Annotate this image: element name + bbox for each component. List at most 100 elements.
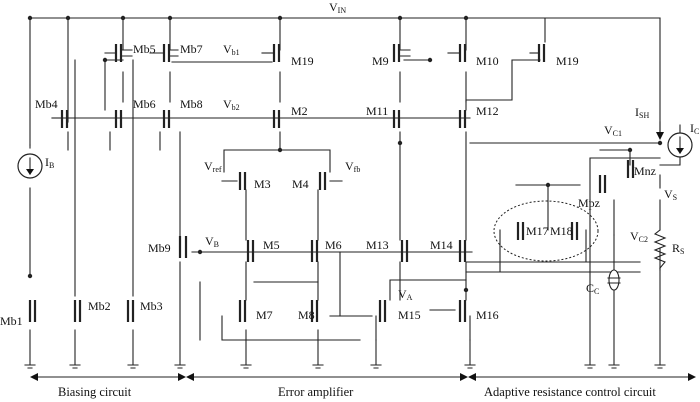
section-error-amp-label: Error amplifier (278, 385, 354, 399)
m3-symbol (238, 172, 247, 190)
rs-resistor (653, 229, 667, 269)
m13-symbol (400, 240, 409, 262)
m10-symbol (447, 44, 467, 62)
m19a-label: M19 (291, 54, 314, 68)
mpz-symbol (598, 175, 607, 193)
m4-label: M4 (292, 177, 309, 191)
rs-label: RS (672, 241, 684, 256)
m3-label: M3 (254, 177, 271, 191)
junction-dot (277, 15, 283, 21)
ground-symbols (24, 364, 666, 369)
mb4-symbol (51, 110, 69, 128)
mb3-symbol (126, 300, 135, 322)
m10-label: M10 (476, 54, 499, 68)
mb8-symbol (162, 110, 171, 128)
m17-label: M17 (526, 224, 549, 238)
junction-dot (120, 15, 126, 21)
m7-symbol (238, 300, 247, 322)
wiring (29, 17, 661, 366)
m11-label: M11 (366, 104, 388, 118)
junction-dot (197, 249, 203, 255)
mb2-symbol (73, 300, 82, 322)
m12-symbol (458, 110, 467, 128)
ib-current-source (17, 153, 43, 179)
m19a-symbol (261, 44, 281, 62)
mb1-symbol (28, 300, 37, 322)
m6-symbol (310, 240, 319, 262)
m4-symbol (318, 172, 327, 190)
junction-dot (657, 140, 663, 146)
m11-symbol (392, 110, 401, 128)
vb2-label: Vb2 (223, 97, 240, 112)
transistor-symbols (28, 44, 635, 322)
va-label: VA (398, 287, 413, 302)
section-brackets (30, 373, 696, 381)
junction-dot (27, 273, 33, 279)
mb5-label: Mb5 (133, 42, 156, 56)
mb8-label: Mb8 (180, 97, 203, 111)
junction-dot (277, 147, 283, 153)
junction-dot (167, 15, 173, 21)
m5-label: M5 (263, 238, 280, 252)
junction-dot (545, 182, 551, 188)
mb3-label: Mb3 (140, 299, 163, 313)
junction-dot (463, 287, 469, 293)
junction-dot (397, 140, 403, 146)
cc-label: CC (586, 281, 599, 296)
mb5-symbol (104, 44, 133, 62)
ic-current-source (659, 124, 693, 166)
m9-symbol (392, 44, 431, 62)
ish-current-arrow (656, 121, 664, 140)
mb7-label: Mb7 (180, 42, 203, 56)
m14-symbol (458, 240, 467, 262)
m5-symbol (246, 240, 255, 262)
m16-symbol (458, 300, 467, 322)
m8-label: M8 (298, 308, 315, 322)
cc-capacitor (607, 269, 621, 291)
vb1-label: Vb1 (223, 42, 240, 57)
vc1-label: VC1 (604, 123, 622, 138)
vfb-label: Vfb (345, 159, 360, 174)
labels: VIN Vb1 Vb2 Vref Vfb VB VA VC1 VC2 VS IS… (0, 0, 699, 328)
m18-label: M18 (550, 224, 573, 238)
mb9-label: Mb9 (148, 241, 171, 255)
mnz-label: Mnz (634, 164, 656, 178)
section-adaptive-label: Adaptive resistance control circuit (484, 385, 656, 399)
ib-label: IB (45, 155, 54, 170)
m6-label: M6 (325, 238, 342, 252)
junction-dot (65, 15, 71, 21)
section-biasing-label: Biasing circuit (58, 385, 132, 399)
vref-label: Vref (204, 159, 222, 174)
junction-dot (463, 15, 469, 21)
m19b-label: M19 (556, 54, 579, 68)
m14-label: M14 (430, 238, 453, 252)
mb2-label: Mb2 (88, 299, 111, 313)
m19b-symbol (529, 44, 546, 62)
vin-label: VIN (329, 0, 346, 15)
m15-symbol (378, 300, 387, 322)
junction-dots (27, 15, 663, 293)
mnz-symbol (626, 160, 635, 178)
mb6-symbol (114, 110, 123, 128)
junction-dot (397, 15, 403, 21)
m13-label: M13 (366, 238, 389, 252)
junction-dot (102, 57, 108, 63)
ish-label: ISH (635, 105, 649, 120)
m15-label: M15 (398, 308, 421, 322)
m2-label: M2 (291, 104, 308, 118)
vc2-label: VC2 (630, 229, 648, 244)
junction-dot (627, 147, 633, 153)
junction-dot (27, 15, 33, 21)
m7-label: M7 (256, 308, 273, 322)
vs-label: VS (664, 187, 677, 202)
m9-label: M9 (372, 54, 389, 68)
ic-label: IC (690, 121, 699, 136)
m17-m18-differential-pair-ellipse (493, 200, 599, 262)
m8-symbol (310, 300, 319, 322)
m18-symbol (570, 222, 579, 240)
mb6-label: Mb6 (133, 97, 156, 111)
mpz-label: Mpz (578, 196, 600, 210)
mb1-label: Mb1 (0, 314, 23, 328)
m16-label: M16 (476, 308, 499, 322)
mb4-label: Mb4 (35, 97, 58, 111)
